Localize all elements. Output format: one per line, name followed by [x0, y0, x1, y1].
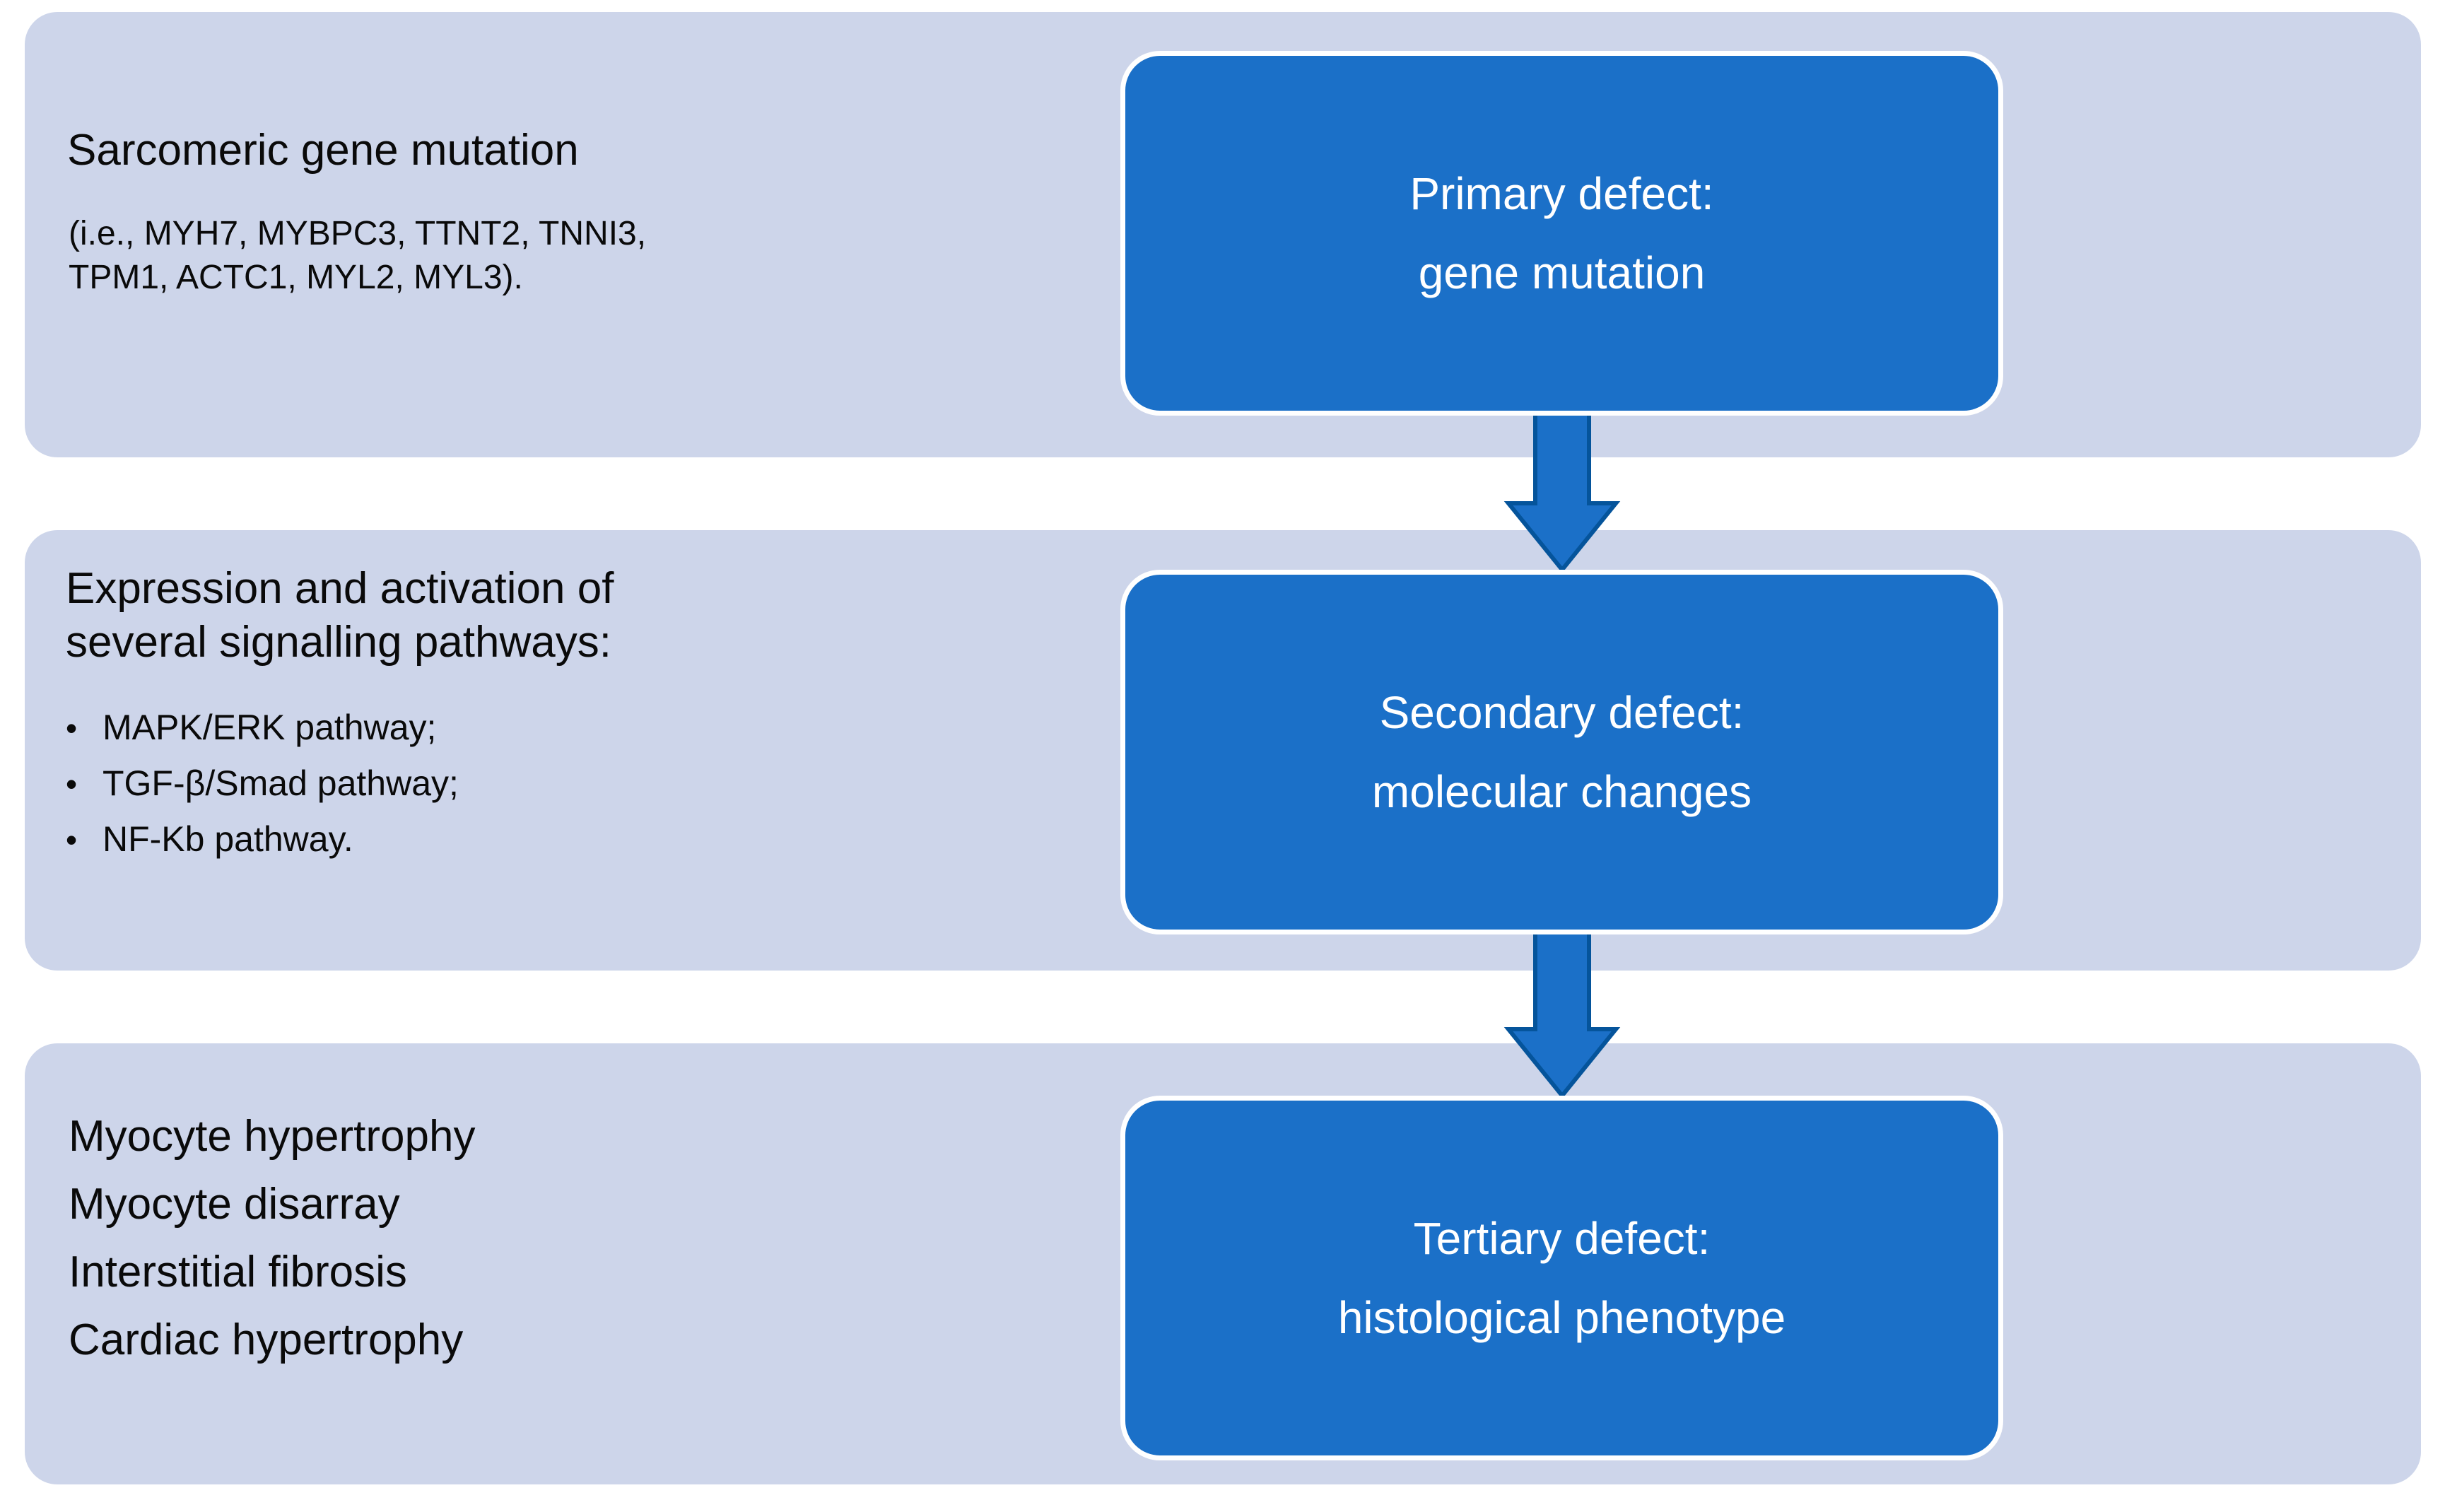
bullet-dot-icon: •: [66, 710, 78, 746]
pathway-bullet-list: • MAPK/ERK pathway; • TGF-β/Smad pathway…: [66, 700, 459, 867]
down-arrow-icon: [1503, 922, 1621, 1099]
tertiary-defect-node: Tertiary defect: histological phenotype: [1120, 1096, 2003, 1460]
list-item: • NF-Kb pathway.: [66, 811, 459, 867]
sarcomeric-mutation-heading: Sarcomeric gene mutation: [67, 126, 579, 175]
finding-item-label: Myocyte hypertrophy: [69, 1112, 476, 1161]
list-item: • TGF-β/Smad pathway;: [66, 756, 459, 811]
gene-list-text: (i.e., MYH7, MYBPC3, TTNT2, TNNI3, TPM1,…: [69, 215, 647, 296]
down-arrow-connector-2: [1503, 922, 1621, 1099]
finding-item-label: Interstitial fibrosis: [69, 1248, 407, 1296]
pathway-item-label: NF-Kb pathway.: [102, 819, 353, 859]
histological-findings-list: Myocyte hypertrophy Myocyte disarray Int…: [69, 1103, 475, 1374]
bullet-dot-icon: •: [66, 821, 78, 858]
primary-defect-label: Primary defect: gene mutation: [1409, 168, 1714, 298]
finding-item-label: Myocyte disarray: [69, 1180, 400, 1229]
bullet-dot-icon: •: [66, 766, 78, 802]
secondary-defect-node: Secondary defect: molecular changes: [1120, 570, 2003, 934]
tertiary-defect-label: Tertiary defect: histological phenotype: [1337, 1213, 1786, 1343]
down-arrow-connector-1: [1503, 396, 1621, 573]
signalling-pathways-heading: Expression and activation of several sig…: [66, 564, 614, 667]
down-arrow-icon: [1503, 396, 1621, 573]
list-item: • MAPK/ERK pathway;: [66, 700, 459, 756]
secondary-defect-label: Secondary defect: molecular changes: [1371, 687, 1752, 817]
pathway-item-label: TGF-β/Smad pathway;: [102, 763, 459, 803]
finding-item-label: Cardiac hypertrophy: [69, 1315, 464, 1364]
primary-defect-node: Primary defect: gene mutation: [1120, 51, 2003, 416]
pathway-item-label: MAPK/ERK pathway;: [102, 708, 437, 747]
